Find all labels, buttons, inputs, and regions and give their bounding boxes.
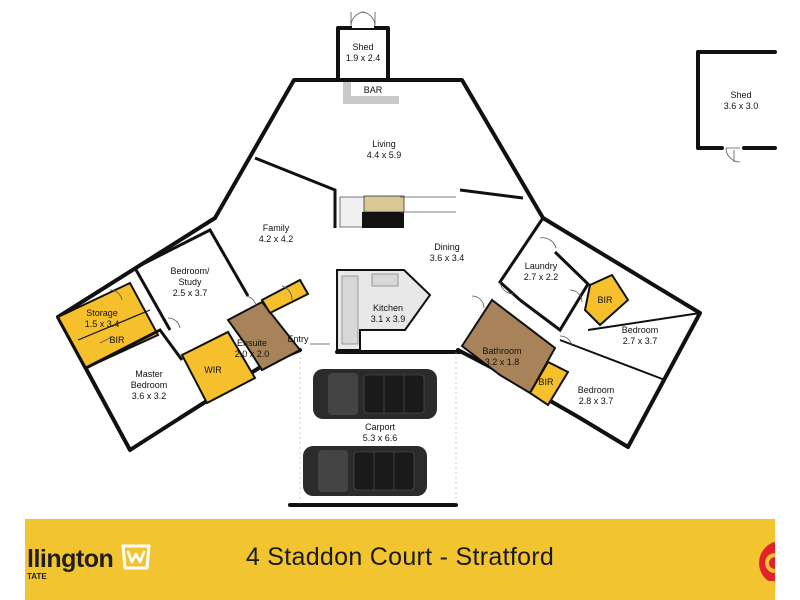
car-bottom	[303, 446, 427, 496]
ensuite-name: Ensuite	[237, 338, 267, 348]
bar-label: BAR	[364, 85, 383, 95]
bir-top-right-label: BIR	[597, 295, 613, 305]
door-swings	[109, 237, 583, 347]
bedroom-b-size: 2.8 x 3.7	[579, 396, 614, 406]
bedroom-study-name-2: Study	[178, 277, 202, 287]
shed-right-size: 3.6 x 3.0	[724, 101, 759, 111]
ensuite-size: 2.0 x 2.0	[235, 349, 270, 359]
shed-top-size: 1.9 x 2.4	[346, 53, 381, 63]
floor-plan: Shed 1.9 x 2.4 BAR Shed 3.6 x 3.0	[56, 11, 777, 507]
carport-name: Carport	[365, 422, 396, 432]
fireplace	[339, 195, 456, 228]
bedroom-study-size: 2.5 x 3.7	[173, 288, 208, 298]
bar-counter	[343, 82, 399, 104]
master-name-2: Bedroom	[131, 380, 168, 390]
kitchen-name: Kitchen	[373, 303, 403, 313]
family-name: Family	[263, 223, 290, 233]
carport-size: 5.3 x 6.6	[363, 433, 398, 443]
bedroom-b-name: Bedroom	[578, 385, 615, 395]
kitchen-block	[335, 269, 462, 354]
address-banner: llington TATE 4 Staddon Court - Stratfor…	[25, 519, 775, 600]
bedroom-a-name: Bedroom	[622, 325, 659, 335]
bathroom-size: 3.2 x 1.8	[485, 357, 520, 367]
bir-left-label: BIR	[109, 335, 125, 345]
brand-corner-icon	[759, 541, 775, 581]
entry-label: Entry	[287, 334, 309, 344]
living-size: 4.4 x 5.9	[367, 150, 402, 160]
kitchen-size: 3.1 x 3.9	[371, 314, 406, 324]
laundry-name: Laundry	[525, 261, 558, 271]
brand-name: llington	[27, 545, 114, 573]
laundry-size: 2.7 x 2.2	[524, 272, 559, 282]
property-address: 4 Staddon Court - Stratford	[245, 543, 555, 571]
brand-subtitle: TATE	[27, 572, 47, 581]
master-name-1: Master	[135, 369, 163, 379]
living-name: Living	[372, 139, 396, 149]
storage-name: Storage	[86, 308, 118, 318]
bathroom-name: Bathroom	[482, 346, 521, 356]
wir-label: WIR	[204, 365, 222, 375]
bir-bottom-right-label: BIR	[538, 377, 554, 387]
bedroom-study-name-1: Bedroom/	[170, 266, 210, 276]
storage-size: 1.5 x 3.4	[85, 319, 120, 329]
dining-name: Dining	[434, 242, 460, 252]
family-size: 4.2 x 4.2	[259, 234, 294, 244]
shed-top-name: Shed	[352, 42, 373, 52]
dining-size: 3.6 x 3.4	[430, 253, 465, 263]
master-size: 3.6 x 3.2	[132, 391, 167, 401]
shed-right-name: Shed	[730, 90, 751, 100]
smile-w-icon	[121, 544, 151, 570]
car-top	[313, 369, 437, 419]
shed-right	[696, 50, 777, 163]
house-walls	[56, 78, 702, 452]
bedroom-a-size: 2.7 x 3.7	[623, 336, 658, 346]
